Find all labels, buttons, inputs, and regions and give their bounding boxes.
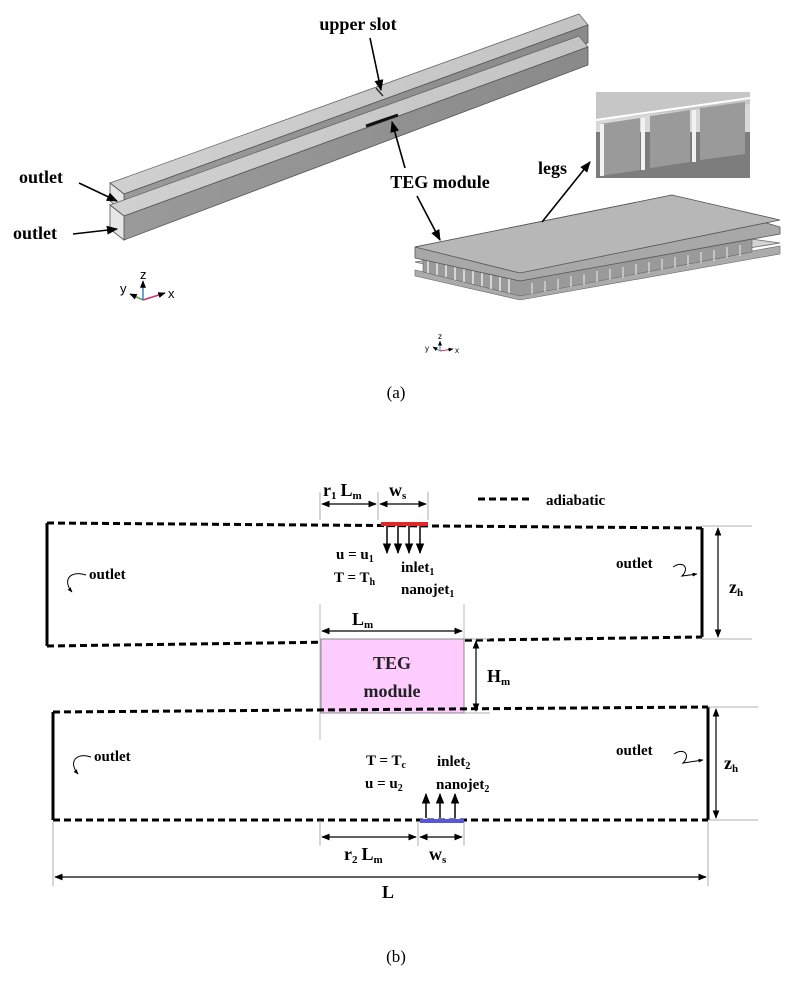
lower-channel-bar (109, 35, 589, 241)
arrow-teg-module-zoom (416, 195, 441, 241)
axes-triad-large: z x y (120, 267, 175, 301)
caption-a: (a) (387, 383, 406, 402)
panel-a: upper slot TEG module outlet outlet z x … (13, 13, 781, 402)
legend-adiabatic: adiabatic (546, 493, 606, 509)
label-outlet-bottom: outlet (13, 223, 57, 243)
label-u1: u = u1 (336, 547, 374, 565)
teg-module-mark (365, 113, 399, 128)
teg-module-zoom (414, 194, 781, 301)
top-channel (45, 521, 704, 648)
label-nanojet2: nanojet2 (436, 777, 489, 795)
axis-z-label: z (140, 267, 147, 282)
teg-module-block (320, 638, 465, 714)
arrow-top-outlet-right (672, 563, 698, 577)
label-inlet2: inlet2 (437, 754, 470, 772)
axis-y-label-small: y (425, 344, 429, 353)
bottom-channel (51, 705, 710, 823)
arrow-legs (541, 161, 591, 223)
label-L: L (382, 882, 394, 902)
caption-b: (b) (386, 947, 406, 966)
label-hm: Hm (487, 666, 510, 688)
legs-inset (595, 92, 751, 178)
label-zh-bottom: zh (724, 753, 738, 775)
arrow-teg-module-bar (390, 120, 406, 169)
label-upper-slot: upper slot (319, 14, 396, 34)
label-ws-top: ws (389, 480, 407, 502)
label-teg-module: TEG module (390, 172, 490, 192)
axis-x-label: x (168, 286, 175, 301)
teg-legs-left (427, 260, 510, 293)
arrow-bottom-outlet-right (673, 750, 704, 764)
label-inlet1: inlet1 (401, 560, 434, 578)
arrow-bottom-outlet-left (73, 755, 92, 775)
label-ws-bottom: ws (429, 844, 447, 866)
axis-x-label-small: x (455, 346, 459, 355)
arrow-outlet-bottom (72, 225, 119, 235)
label-nanojet1: nanojet1 (401, 582, 454, 600)
label-top-outlet-left: outlet (89, 567, 126, 583)
label-th: T = Th (334, 570, 376, 588)
axis-y-label: y (120, 281, 127, 296)
label-top-outlet-right: outlet (616, 556, 653, 572)
arrow-outlet-top (78, 182, 119, 202)
label-lm-module: Lm (352, 609, 373, 631)
label-u2: u = u2 (365, 776, 403, 794)
arrow-upper-slot (369, 37, 384, 92)
module-label-line1: TEG (373, 653, 411, 673)
axes-triad-small: z x y (425, 332, 459, 355)
nanojet-1-arrows (382, 526, 425, 555)
label-bottom-outlet-right: outlet (616, 743, 653, 759)
label-zh-top: zh (729, 577, 743, 599)
nanojet-2-arrows (421, 792, 460, 818)
arrow-top-outlet-left (67, 573, 87, 593)
axis-z-label-small: z (438, 332, 442, 341)
label-legs: legs (538, 158, 567, 178)
module-label-line2: module (363, 681, 420, 701)
teg-legs-right (531, 245, 741, 294)
label-bottom-outlet-left: outlet (94, 749, 131, 765)
label-tc: T = Tc (366, 753, 407, 771)
label-outlet-top: outlet (19, 167, 63, 187)
